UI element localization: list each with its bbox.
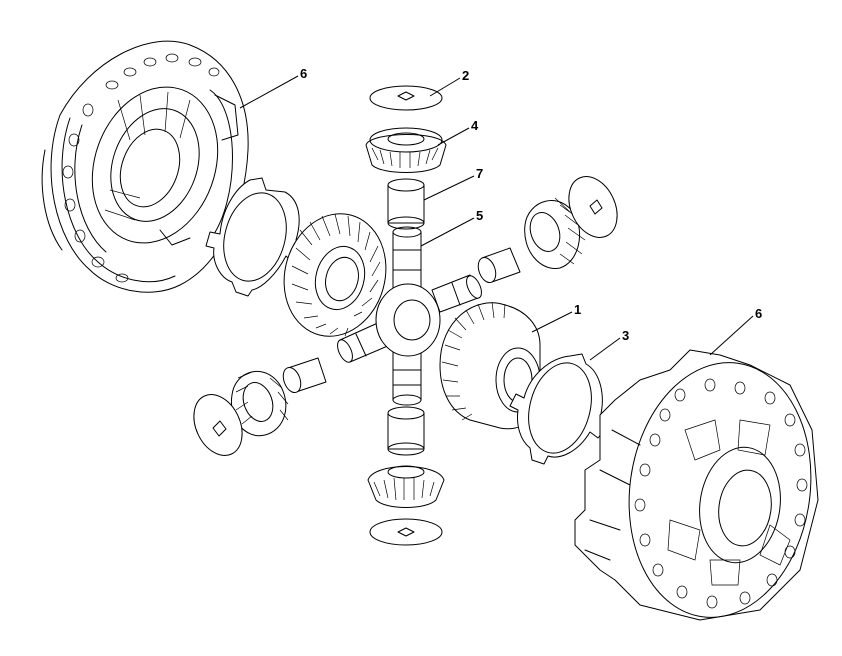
callout-3: 3 <box>622 328 629 343</box>
left-arm-bushing <box>282 357 327 394</box>
right-differential-housing <box>574 349 819 621</box>
left-pinion-gear <box>230 370 289 437</box>
callout-1: 1 <box>574 302 581 317</box>
callout-6-left: 6 <box>300 66 307 81</box>
upper-thrust-washer <box>369 85 443 111</box>
upper-bushing <box>387 178 425 230</box>
lower-thrust-washer <box>369 518 443 546</box>
left-differential-housing <box>41 40 249 293</box>
right-thrust-washer <box>509 353 607 465</box>
callout-4: 4 <box>471 118 479 133</box>
upper-pinion-gear <box>365 127 447 173</box>
callout-6-right: 6 <box>755 306 762 321</box>
callout-7: 7 <box>476 166 483 181</box>
right-pinion-gear <box>524 197 586 269</box>
lower-pinion-gear <box>367 465 445 508</box>
callout-labels: 6 2 4 7 5 1 3 6 <box>300 66 762 343</box>
left-pinion-washer <box>193 394 243 456</box>
left-side-gear <box>283 213 387 337</box>
lower-bushing <box>387 406 425 456</box>
right-arm-bushing <box>477 247 521 284</box>
callout-leaders <box>239 75 754 361</box>
callout-2: 2 <box>462 68 469 83</box>
left-thrust-washer <box>205 177 301 297</box>
callout-5: 5 <box>476 208 483 223</box>
right-pinion-washer <box>568 176 618 238</box>
spider-cross-shaft <box>337 226 482 406</box>
